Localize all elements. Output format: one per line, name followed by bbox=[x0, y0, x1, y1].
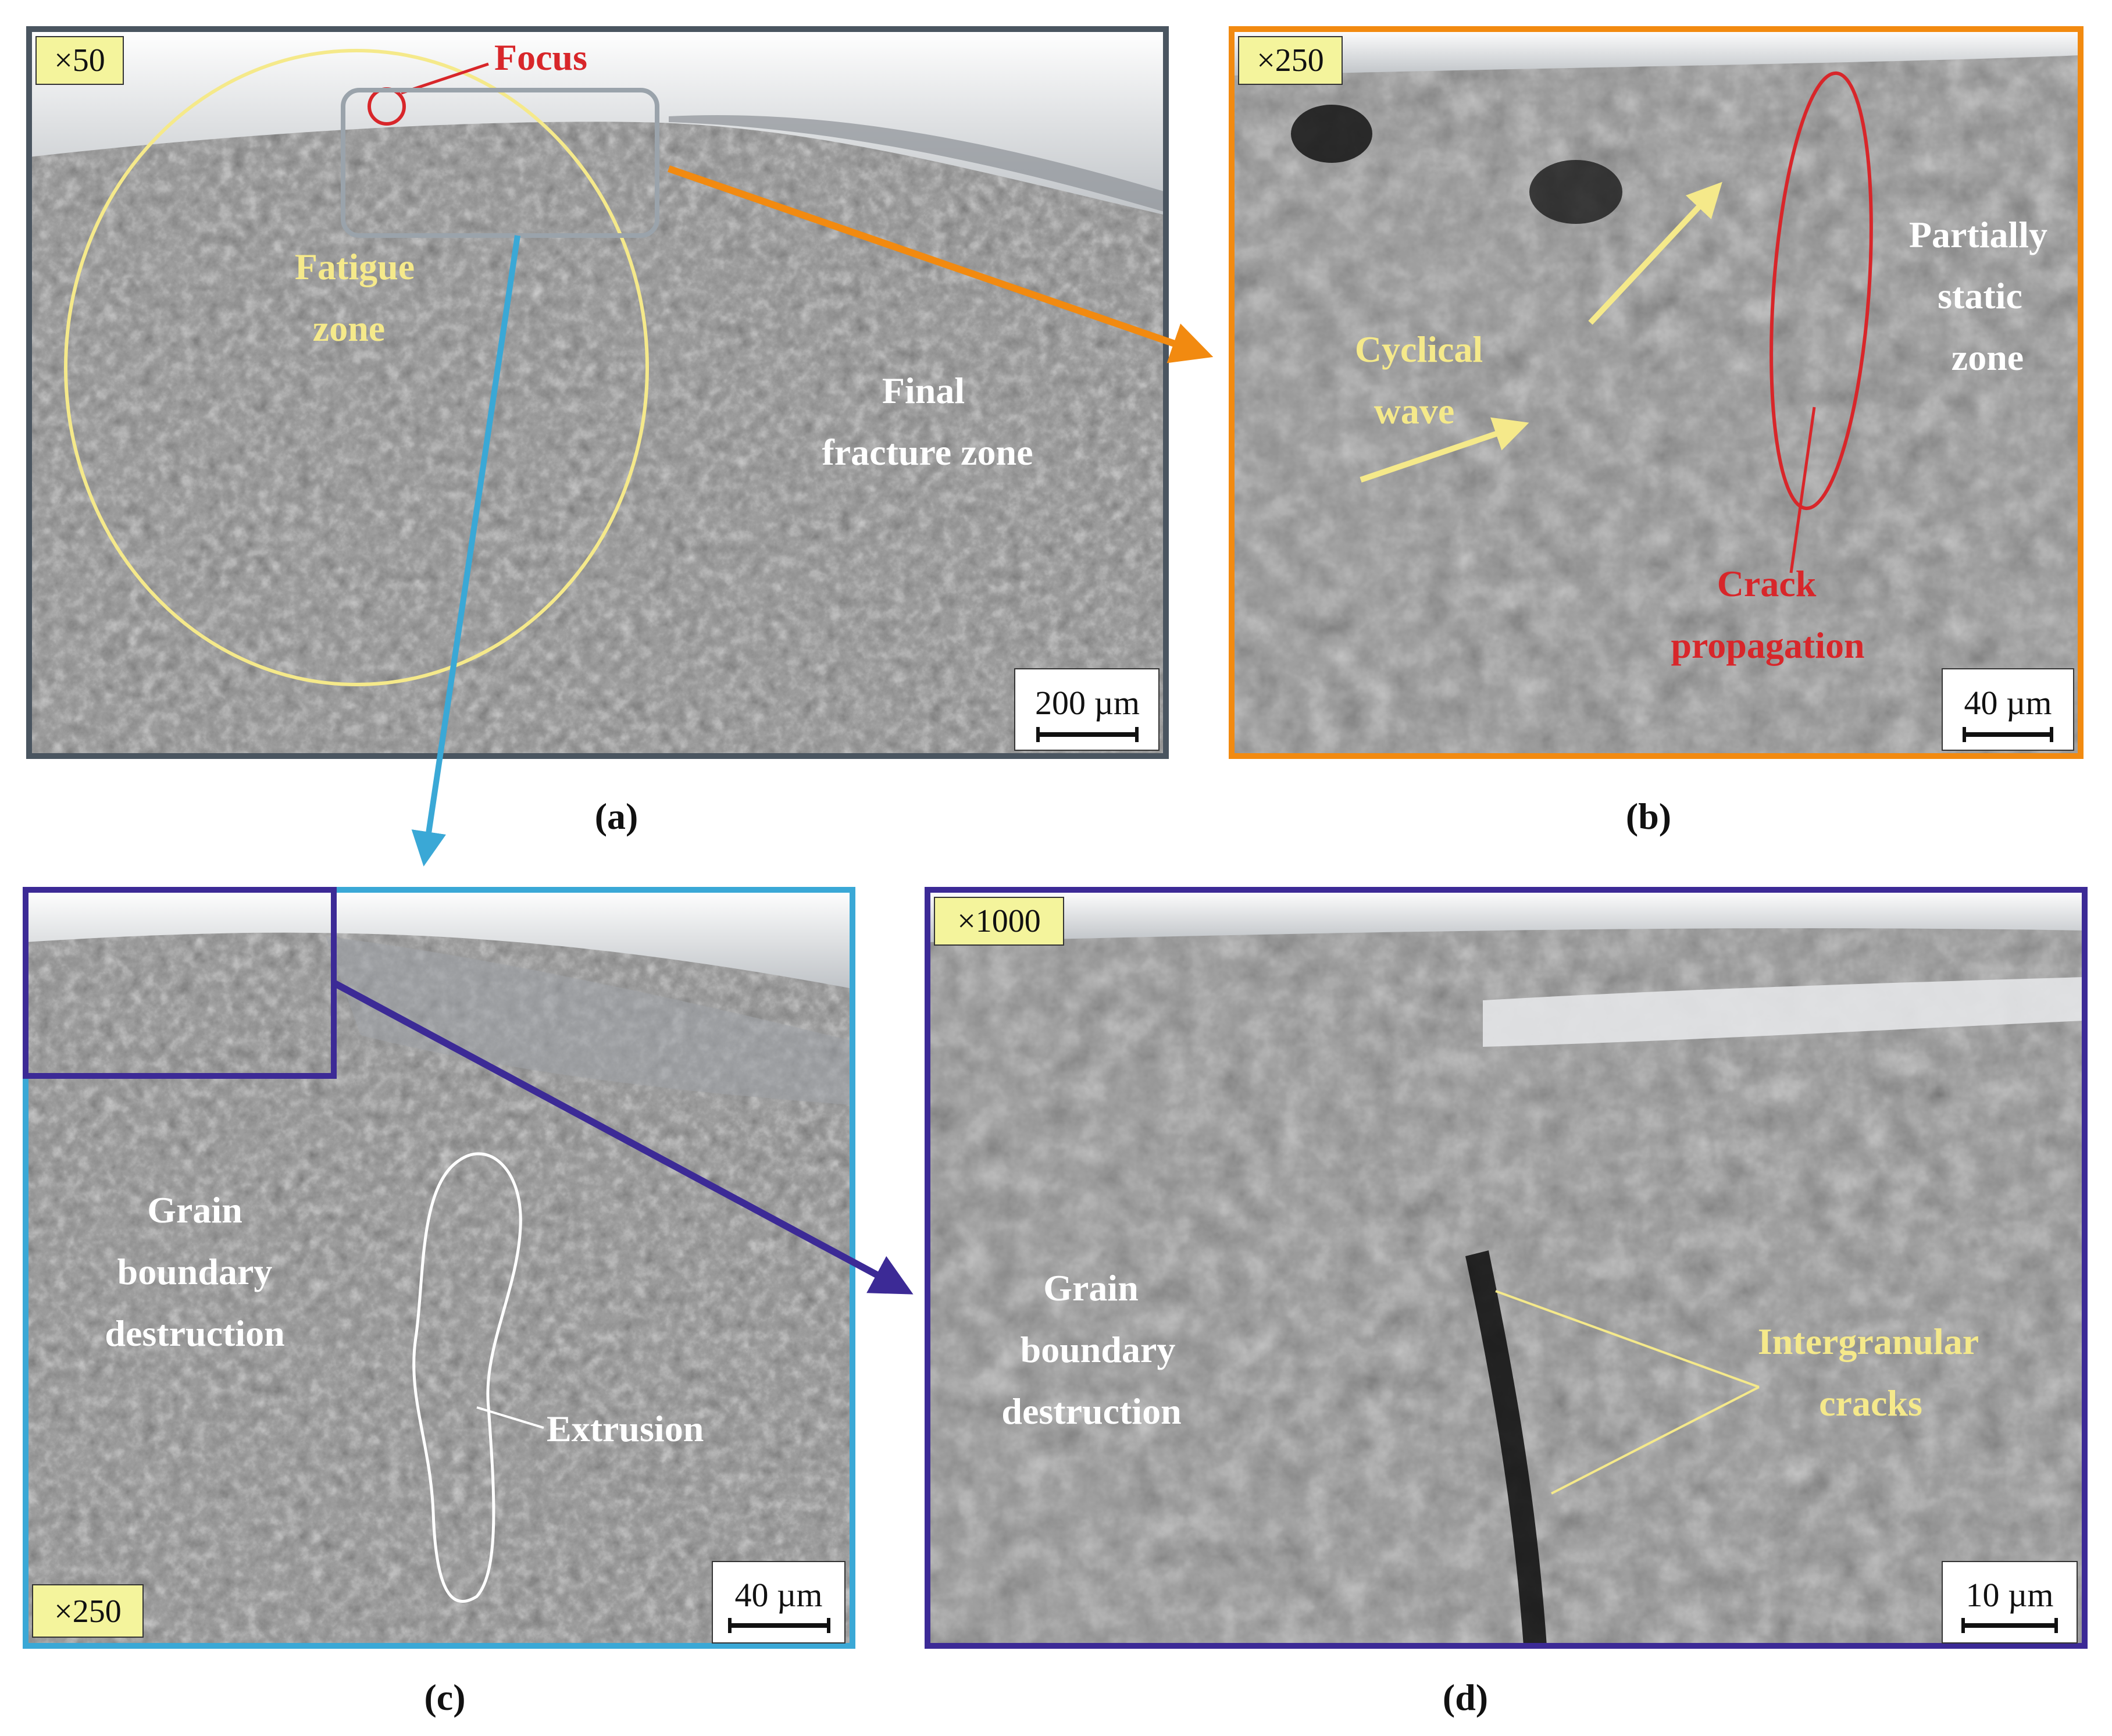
cyclical-wave-label-1: Cyclical bbox=[1355, 329, 1483, 370]
focus-label: Focus bbox=[494, 37, 587, 78]
caption-a: (a) bbox=[595, 796, 638, 837]
fatigue-zone-label-2: zone bbox=[313, 308, 385, 349]
arrow-c-to-d bbox=[332, 979, 914, 1295]
scale-bar-a: 200 µm bbox=[1014, 668, 1160, 751]
zoom-region-box bbox=[341, 88, 659, 238]
extrusion-leader-line bbox=[476, 1406, 544, 1429]
intergranular-label-1: Intergranular bbox=[1758, 1321, 1979, 1362]
panel-c: Grain boundary destruction Extrusion ×25… bbox=[23, 887, 855, 1649]
scale-bar-c: 40 µm bbox=[712, 1561, 845, 1644]
scale-bar-d: 10 µm bbox=[1942, 1561, 2078, 1644]
caption-c: (c) bbox=[424, 1677, 465, 1718]
panel-c-frame bbox=[23, 887, 855, 1649]
panel-c-sem-image bbox=[26, 890, 852, 1646]
magnification-tag-c bbox=[32, 1584, 144, 1638]
panel-a: ×50 Focus Fatigue zone Final fracture zo… bbox=[26, 26, 1169, 759]
caption-b: (b) bbox=[1626, 796, 1671, 837]
magnification-tag-d bbox=[934, 897, 1064, 946]
partially-static-label-3: zone bbox=[1952, 337, 2024, 378]
intergranular-leader-2 bbox=[1551, 1386, 1760, 1495]
magnification-b: ×250 bbox=[1257, 42, 1324, 79]
grain-boundary-d-label-2: boundary bbox=[1021, 1329, 1176, 1370]
magnification-tag-a bbox=[35, 36, 124, 85]
arrow-a-to-b bbox=[668, 165, 1214, 363]
grain-boundary-c-label-2: boundary bbox=[117, 1251, 273, 1292]
caption-d: (d) bbox=[1443, 1677, 1488, 1718]
panel-b-sem-image bbox=[1232, 29, 2081, 756]
magnification-c: ×250 bbox=[54, 1594, 122, 1630]
panel-d-sem-image bbox=[927, 890, 2085, 1646]
panel-d-frame bbox=[925, 887, 2088, 1649]
magnification-a: ×50 bbox=[54, 42, 105, 79]
grain-boundary-d-label-3: destruction bbox=[1001, 1391, 1181, 1432]
cyclical-wave-arrow-1 bbox=[1360, 417, 1529, 483]
panel-b: ×250 Partially static zone Cyclical wave… bbox=[1229, 26, 2084, 759]
grain-boundary-c-label-1: Grain bbox=[147, 1189, 242, 1231]
intergranular-leader-1 bbox=[1495, 1290, 1760, 1388]
magnification-d: ×1000 bbox=[957, 903, 1041, 939]
crack-outline bbox=[1769, 71, 1873, 511]
grain-boundary-d-label-1: Grain bbox=[1043, 1267, 1139, 1309]
final-fracture-label-2: fracture zone bbox=[822, 432, 1033, 473]
scale-bar-b: 40 µm bbox=[1942, 668, 2074, 751]
cyclical-wave-arrow-2 bbox=[1588, 181, 1722, 325]
panel-b-frame bbox=[1229, 26, 2084, 759]
extrusion-label: Extrusion bbox=[547, 1408, 704, 1449]
arrow-a-to-c bbox=[411, 235, 520, 867]
panel-d: ×1000 Grain boundary destruction Intergr… bbox=[925, 887, 2088, 1649]
panel-a-frame bbox=[26, 26, 1169, 759]
final-fracture-label-1: Final bbox=[882, 370, 965, 411]
scale-label-c: 40 µm bbox=[734, 1576, 822, 1614]
grain-boundary-c-label-3: destruction bbox=[105, 1313, 284, 1354]
partially-static-label-2: static bbox=[1938, 275, 2022, 316]
crack-leader-line bbox=[1789, 407, 1816, 573]
fatigue-zone-label-1: Fatigue bbox=[295, 246, 415, 287]
crack-propagation-label-2: propagation bbox=[1671, 625, 1864, 666]
crack-propagation-label-1: Crack bbox=[1717, 563, 1817, 604]
cyclical-wave-label-2: wave bbox=[1374, 390, 1455, 432]
scale-label-a: 200 µm bbox=[1035, 684, 1140, 722]
panel-a-sem-image bbox=[29, 29, 1166, 756]
magnification-tag-b bbox=[1238, 36, 1343, 85]
extrusion-outline bbox=[412, 1152, 522, 1603]
fatigue-zone-outline bbox=[64, 49, 649, 686]
partially-static-label-1: Partially bbox=[1909, 214, 2047, 255]
scale-label-d: 10 µm bbox=[1965, 1576, 2053, 1614]
intergranular-label-2: cracks bbox=[1819, 1382, 1922, 1424]
scale-label-b: 40 µm bbox=[1964, 684, 2052, 722]
